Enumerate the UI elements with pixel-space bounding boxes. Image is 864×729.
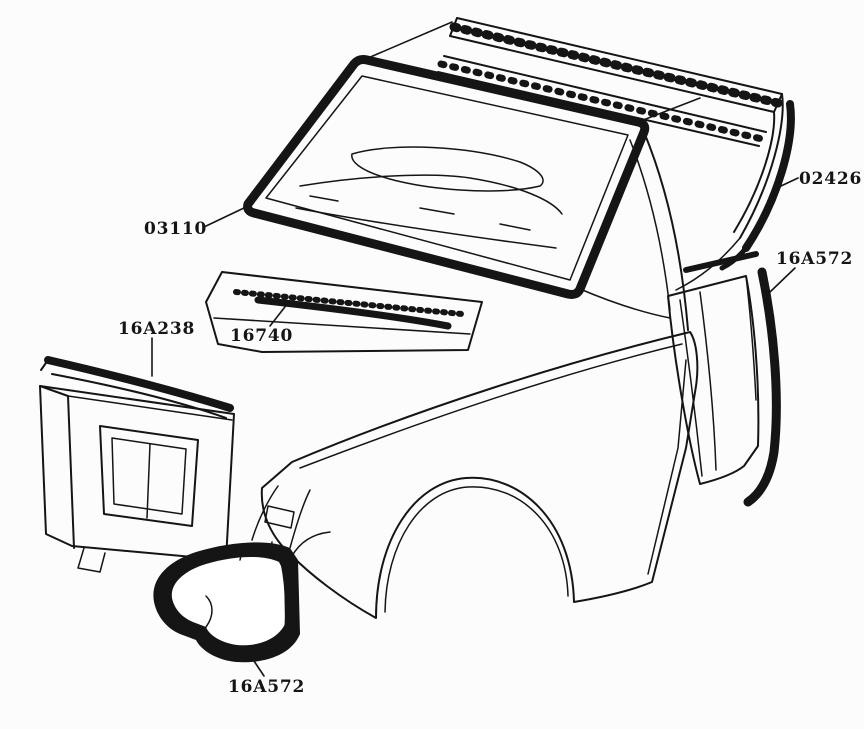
part-label-02426: 02426	[799, 169, 863, 189]
radiator-support	[39, 385, 235, 578]
cowl-seal-strip	[254, 296, 452, 330]
part-label-16740: 16740	[230, 326, 294, 346]
splash-shield	[153, 485, 311, 663]
part-label-16A238: 16A238	[118, 319, 196, 339]
radiator-support-seal	[40, 356, 234, 419]
front-fender	[260, 331, 699, 619]
part-label-16A572-upper: 16A572	[776, 249, 854, 269]
body-structure-lines	[353, 21, 701, 331]
leader-lines	[151, 177, 799, 677]
fender-rear-panel	[667, 251, 760, 485]
cowl-vent-panel	[205, 271, 483, 353]
roof-header-rail	[437, 17, 783, 147]
part-label-16A572-lower: 16A572	[228, 677, 306, 697]
fender-rear-seal-strip	[743, 267, 781, 507]
part-label-03110: 03110	[144, 219, 208, 239]
